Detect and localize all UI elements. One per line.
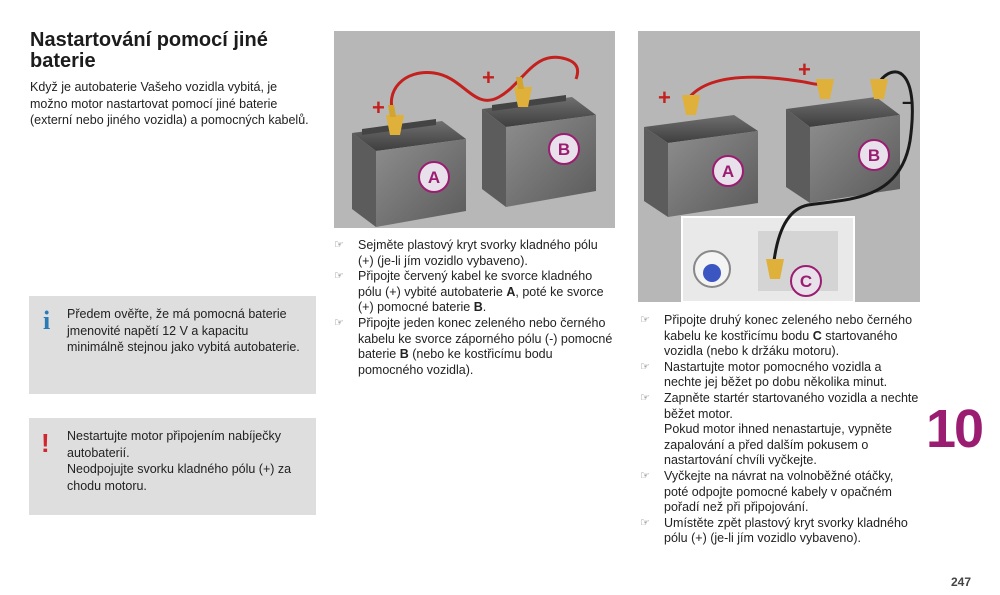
illustration-jump-start-step1: B A + + [334, 31, 615, 228]
step-text: Připojte červený kabel ke svorce kladnéh… [358, 269, 604, 315]
pointing-hand-icon: ☞ [334, 239, 344, 251]
step-text: Vyčkejte na návrat na volnoběžné otáčky,… [664, 468, 894, 515]
plus-sign: + [372, 95, 385, 120]
warning-text: Nestartujte motor připojením nabíječky a… [67, 428, 307, 494]
list-item: ☞ Vyčkejte na návrat na volnoběžné otáčk… [640, 469, 920, 516]
warning-line: Nestartujte motor připojením nabíječky a… [67, 429, 281, 460]
battery-a-label: A [722, 162, 734, 181]
pointing-hand-icon: ☞ [640, 360, 650, 373]
step-text: Připojte jeden konec zeleného nebo černé… [358, 315, 613, 377]
list-item: ☞ Nastartujte motor pomocného vozidla a … [640, 360, 920, 391]
list-item: ☞ Připojte červený kabel ke svorce kladn… [334, 269, 615, 316]
minus-sign: – [902, 89, 914, 114]
steps-list-right: ☞ Připojte druhý konec zeleného nebo čer… [640, 313, 920, 547]
warning-line: Neodpojujte svorku kladného pólu (+) za … [67, 462, 292, 493]
step-text: Sejměte plastový kryt svorky kladného pó… [358, 238, 598, 268]
plus-sign: + [482, 65, 495, 90]
illustration-jump-start-step2: B A C + + – [638, 31, 920, 303]
intro-text: Když je autobaterie Vašeho vozidla vybit… [30, 80, 309, 127]
plus-sign: + [798, 57, 811, 82]
pointing-hand-icon: ☞ [334, 270, 344, 283]
battery-a-label: A [428, 168, 440, 187]
pointing-hand-icon: ☞ [640, 516, 650, 529]
pointing-hand-icon: ☞ [640, 391, 650, 404]
step-text: Zapněte startér startovaného vozidla a n… [664, 390, 919, 468]
battery-diagram-1: B A + + [352, 55, 596, 227]
list-item: ☞ Připojte druhý konec zeleného nebo čer… [640, 313, 920, 360]
steps-list-middle: ☞ Sejměte plastový kryt svorky kladného … [334, 238, 615, 378]
battery-diagram-2: B A C + + – [644, 57, 914, 303]
clamp-c [766, 259, 784, 279]
plus-sign: + [658, 85, 671, 110]
battery-b-label: B [868, 146, 880, 165]
battery-b: B [482, 95, 596, 207]
page-title: Nastartování pomocí jiné baterie [30, 29, 268, 72]
info-text: Předem ověřte, že má pomocná baterie jme… [67, 306, 307, 356]
step-text: Připojte druhý konec zeleného nebo černé… [664, 313, 913, 359]
chapter-number: 10 [926, 399, 984, 459]
warning-icon: ! [41, 428, 50, 458]
battery-b-label: B [558, 140, 570, 159]
pointing-hand-icon: ☞ [334, 316, 344, 329]
list-item: ☞ Zapněte startér startovaného vozidla a… [640, 391, 920, 469]
red-cable [389, 55, 580, 116]
battery-b: B [786, 97, 900, 203]
step-text: Nastartujte motor pomocného vozidla a ne… [664, 359, 888, 390]
engine-bay-inset: C [681, 216, 855, 303]
clamp-b [514, 77, 532, 107]
battery-a: A [644, 115, 758, 217]
info-icon: i [43, 306, 51, 335]
black-cable [772, 70, 914, 262]
step-text: Umístěte zpět plastový kryt svorky kladn… [664, 515, 908, 546]
clamp-b-positive [816, 79, 834, 99]
list-item: ☞ Umístěte zpět plastový kryt svorky kla… [640, 516, 920, 547]
point-c-label: C [800, 272, 812, 291]
page-number: 247 [951, 575, 972, 589]
clamp-b-negative [870, 79, 888, 99]
warning-box: ! Nestartujte motor připojením nabíječky… [29, 418, 316, 515]
clamp-a [682, 95, 700, 115]
pointing-hand-icon: ☞ [640, 314, 650, 326]
battery-a: A [352, 119, 466, 227]
info-box: i Předem ověřte, že má pomocná baterie j… [29, 296, 316, 394]
clamp-a [386, 105, 404, 135]
info-line: Předem ověřte, že má pomocná baterie jme… [67, 307, 300, 354]
list-item: ☞ Sejměte plastový kryt svorky kladného … [334, 238, 615, 269]
list-item: ☞ Připojte jeden konec zeleného nebo čer… [334, 316, 615, 378]
pointing-hand-icon: ☞ [640, 469, 650, 482]
